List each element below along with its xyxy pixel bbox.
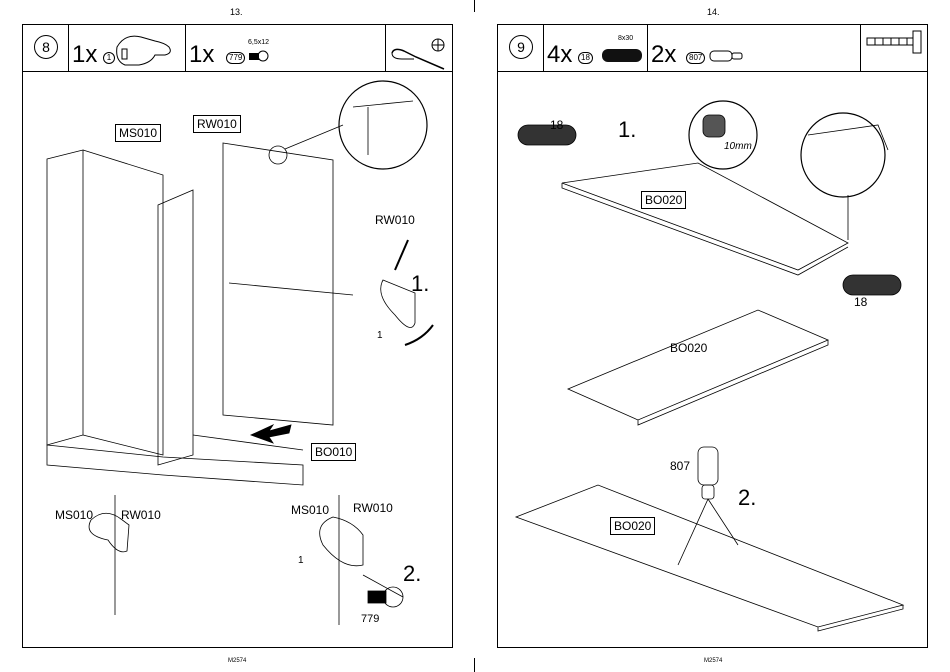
part-label: 18 bbox=[550, 118, 563, 132]
page-number: 14. bbox=[707, 7, 720, 17]
part-label: BO020 bbox=[670, 341, 707, 355]
step-panel-8: 8 1x 1 1x 779 6,5x12 MS010 RW010 RW010 1… bbox=[22, 24, 453, 648]
part-label: RW010 bbox=[375, 213, 415, 227]
footer-code: M2574 bbox=[228, 658, 246, 664]
part-label: MS010 bbox=[291, 503, 329, 517]
part-label: 779 bbox=[361, 613, 379, 625]
crop-mark bbox=[474, 658, 475, 672]
part-label-box: BO010 bbox=[311, 443, 356, 461]
part-label: RW010 bbox=[353, 501, 393, 515]
part-label: 807 bbox=[670, 459, 690, 473]
part-label-box: RW010 bbox=[193, 115, 241, 133]
page-number: 13. bbox=[230, 7, 243, 17]
part-label: 1 bbox=[377, 330, 383, 341]
crop-mark bbox=[474, 0, 475, 12]
part-label-box: MS010 bbox=[115, 124, 161, 142]
sub-step-number: 1. bbox=[618, 117, 636, 143]
part-label-box: BO020 bbox=[610, 517, 655, 535]
sub-step-number: 2. bbox=[403, 561, 421, 587]
sub-step-number: 2. bbox=[738, 485, 756, 511]
sub-step-number: 1. bbox=[411, 271, 429, 297]
part-label: MS010 bbox=[55, 508, 93, 522]
dimension-label: 10mm bbox=[724, 141, 752, 152]
part-label: 1 bbox=[298, 555, 304, 566]
step-panel-9: 9 4x 18 8x30 2x 807 18 1. 10mm BO020 18 … bbox=[497, 24, 928, 648]
part-label: 18 bbox=[854, 295, 867, 309]
part-label: RW010 bbox=[121, 508, 161, 522]
footer-code: M2574 bbox=[704, 658, 722, 664]
part-label-box: BO020 bbox=[641, 191, 686, 209]
